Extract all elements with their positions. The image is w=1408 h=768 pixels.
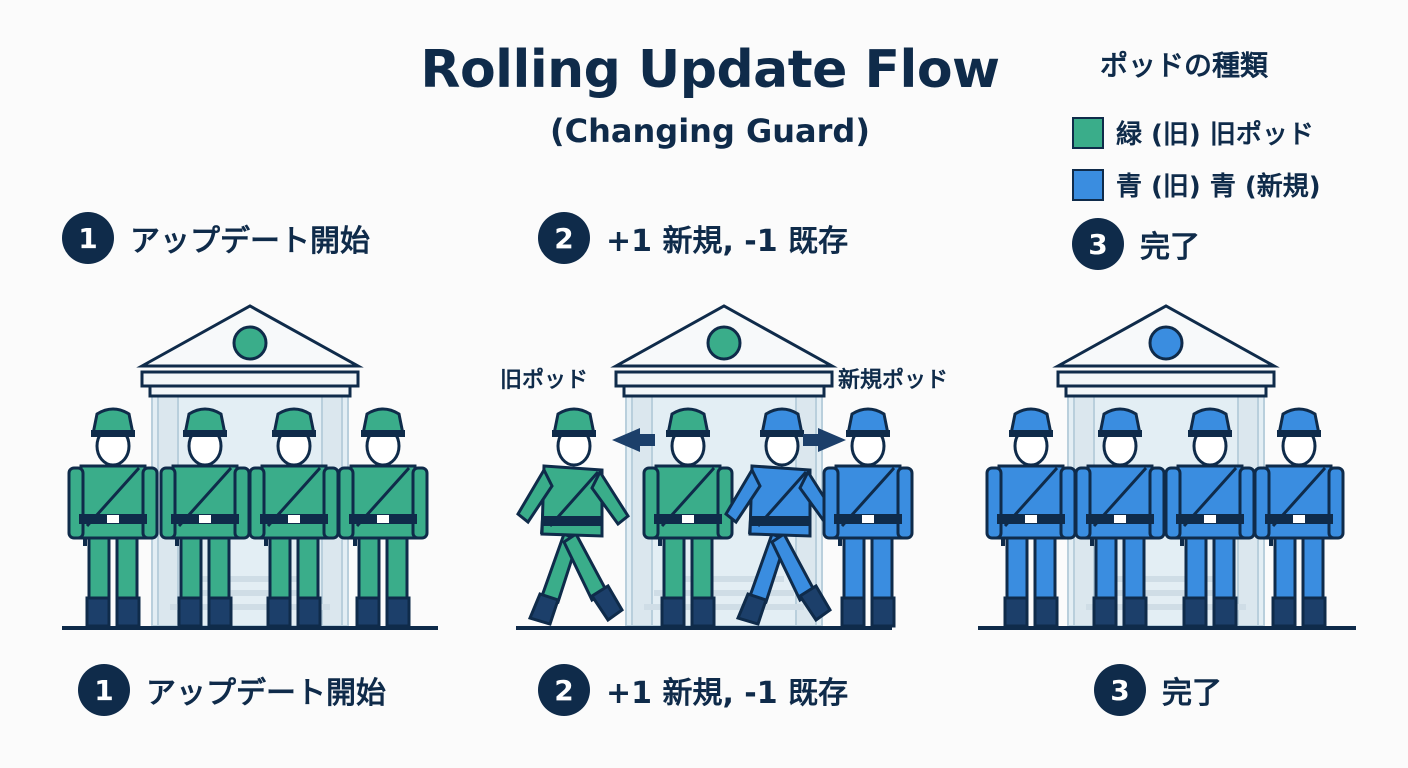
step-number-badge: 1: [78, 664, 130, 716]
guard-blue-1: [985, 407, 1077, 628]
step-label: 完了: [1140, 230, 1200, 265]
step-label: +1 新規, -1 既存: [606, 676, 849, 711]
legend-swatch-blue: [1072, 168, 1104, 201]
step-number-badge: 1: [62, 212, 114, 264]
guard-green-leaving: [516, 407, 630, 626]
panel-1: [62, 304, 438, 630]
step-3-top: 3 完了: [1072, 218, 1200, 270]
legend-item-green: 緑 (旧) 旧ポッド: [1072, 114, 1314, 151]
legend-title: ポッドの種類: [1100, 49, 1269, 82]
step-number-badge: 2: [538, 664, 590, 716]
step-label: +1 新規, -1 既存: [606, 224, 849, 259]
old-pod-annotation: 旧ポッド: [500, 368, 589, 393]
legend-label-blue: 青 (旧) 青 (新規): [1116, 172, 1321, 202]
guard-green-1: [67, 407, 159, 628]
legend-item-blue: 青 (旧) 青 (新規): [1072, 166, 1321, 203]
step-number-badge: 3: [1094, 664, 1146, 716]
step-1-bottom: 1 アップデート開始: [78, 664, 386, 716]
step-2-top: 2 +1 新規, -1 既存: [538, 212, 848, 264]
new-pod-annotation: 新規ポッド: [838, 368, 949, 393]
arrow-right-icon: [803, 428, 846, 452]
legend-label-green: 緑 (旧) 旧ポッド: [1116, 120, 1314, 150]
diagram-title: Rolling Update Flow: [420, 40, 1000, 100]
step-2-bottom: 2 +1 新規, -1 既存: [538, 664, 848, 716]
arrow-left-icon: [612, 428, 655, 452]
panel-3: [978, 304, 1356, 630]
legend-swatch-green: [1072, 116, 1104, 149]
step-label: アップデート開始: [130, 224, 370, 259]
panel-2: [516, 304, 914, 630]
diagram-subtitle: (Changing Guard): [550, 112, 870, 150]
step-3-bottom: 3 完了: [1094, 664, 1222, 716]
step-label: 完了: [1162, 676, 1222, 711]
guard-green-4: [337, 407, 429, 628]
step-number-badge: 2: [538, 212, 590, 264]
step-number-badge: 3: [1072, 218, 1124, 270]
guard-blue-4: [1253, 407, 1345, 628]
step-1-top: 1 アップデート開始: [62, 212, 370, 264]
step-label: アップデート開始: [146, 676, 386, 711]
